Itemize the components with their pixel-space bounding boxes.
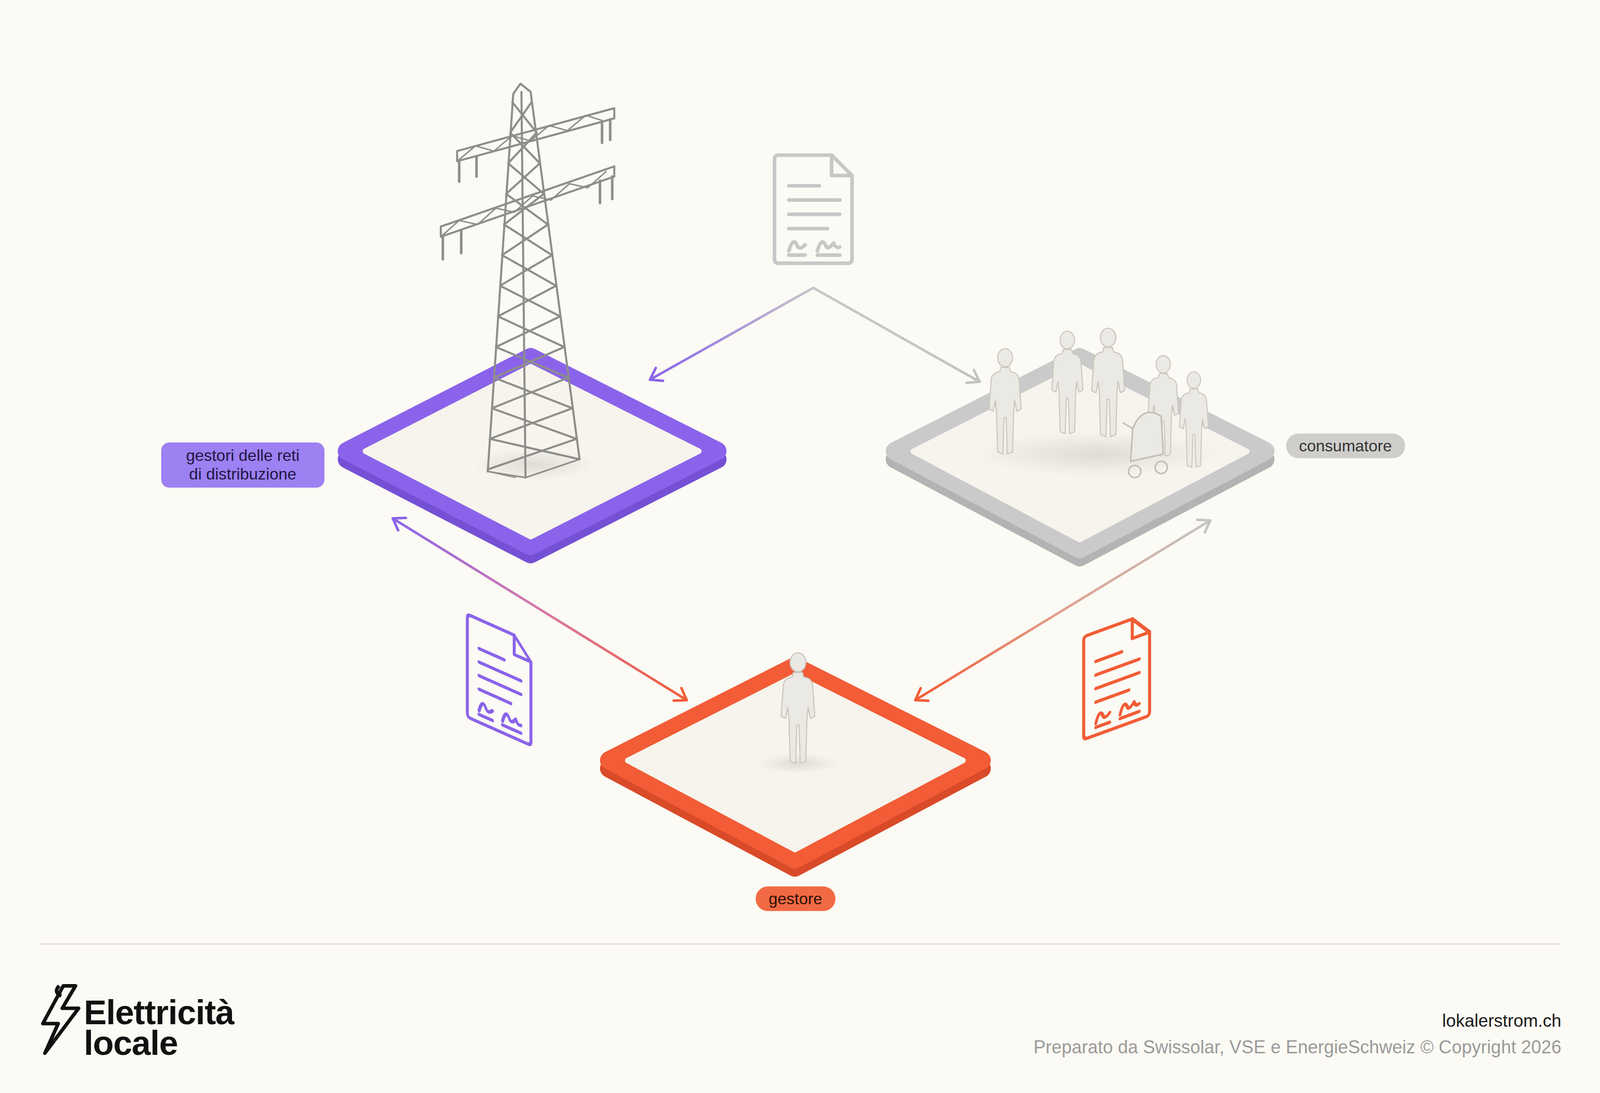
website-url: lokalerstrom.ch — [1442, 1010, 1562, 1032]
contract-connector — [915, 519, 1211, 701]
role-label: consumatore — [1299, 436, 1393, 456]
consumer-figures — [1122, 422, 1133, 429]
operator-figure — [780, 652, 815, 764]
pylon-illustration — [487, 471, 516, 478]
copyright-note: Preparato da Swissolar, VSE e EnergieSch… — [1033, 1037, 1562, 1059]
role-label: gestore — [768, 889, 823, 909]
pylon-illustration — [487, 101, 577, 470]
shadow — [757, 753, 840, 774]
consumer-figures — [1122, 412, 1168, 478]
arrowhead — [673, 688, 687, 702]
pylon-illustration — [440, 83, 615, 479]
contract-connector — [649, 287, 980, 383]
contract-icon — [1083, 612, 1150, 740]
logo-bolt — [42, 986, 79, 1054]
pylon-illustration — [459, 119, 611, 182]
contract-icon — [774, 155, 852, 264]
operator-node: gestore — [609, 665, 982, 863]
arrowhead — [915, 688, 929, 702]
pylon-illustration — [456, 115, 603, 162]
contract-connector — [392, 517, 687, 701]
grid-operator-node: gestori delle reti di distribuzione — [347, 357, 718, 551]
consumer-figures — [1128, 465, 1141, 478]
pylon-illustration — [440, 166, 615, 237]
arrowhead — [392, 517, 406, 531]
pylon-illustration — [487, 459, 580, 479]
consumer-figures — [1091, 328, 1125, 437]
arrowhead — [649, 368, 663, 382]
pylon-illustration — [487, 83, 580, 472]
consumer-platform — [894, 365, 1266, 558]
consumer-figures — [1051, 331, 1083, 434]
connector-line — [392, 518, 687, 701]
grid-platform — [347, 357, 718, 546]
role-pill: gestori delle reti di distribuzione — [161, 442, 325, 489]
consumer-figures — [988, 348, 1021, 454]
arrowhead — [1197, 519, 1211, 533]
consumer-figures — [1179, 372, 1209, 468]
arrowhead — [966, 370, 980, 384]
operator-figure — [780, 652, 815, 764]
connector-line — [649, 287, 980, 382]
pylon-illustration — [442, 176, 613, 260]
footer-rule — [38, 943, 1562, 946]
consumer-figures — [1130, 412, 1164, 462]
contract-icon — [467, 614, 532, 746]
brand-logo-text: Elettricità locale — [83, 997, 285, 1059]
connector-line — [915, 520, 1211, 701]
role-label: gestori delle reti di distribuzione — [181, 446, 305, 485]
consumer-node: consumatore — [894, 357, 1266, 551]
pylon-illustration — [456, 107, 615, 162]
role-pill: consumatore — [1286, 433, 1406, 459]
contract-icon — [467, 614, 532, 746]
consumer-figures — [988, 328, 1209, 479]
contract-icon — [1083, 612, 1150, 740]
pylon-illustration — [489, 101, 580, 460]
consumer-figures — [1155, 461, 1168, 474]
consumer-platform — [913, 367, 1247, 540]
contract-icon — [774, 155, 852, 264]
pylon-illustration — [440, 171, 607, 237]
role-pill: gestore — [755, 886, 836, 912]
